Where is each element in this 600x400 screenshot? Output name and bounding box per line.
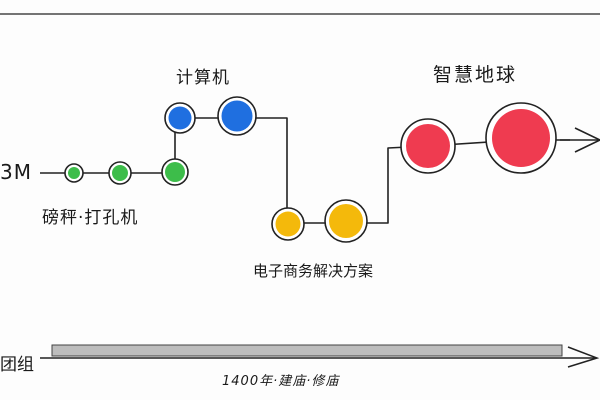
stage-punch-card — [64, 158, 189, 186]
node-punch-card-3-fill — [165, 162, 185, 182]
label-ibm: 3M — [0, 160, 32, 184]
node-ecommerce-1-fill — [275, 211, 301, 237]
node-ecommerce-2-fill — [329, 204, 363, 238]
stage-smart-planet — [400, 102, 557, 174]
label-smart-planet: 智慧地球 — [433, 64, 518, 86]
bottom-bar — [51, 344, 563, 357]
label-team: 团组 — [0, 355, 34, 375]
node-smart-planet-1-fill — [406, 124, 450, 168]
bottom-arrow-icon — [567, 346, 600, 368]
label-bottom-timeline: 1400年·建庙·修庙 — [222, 374, 340, 389]
node-punch-card-2-fill — [112, 165, 128, 181]
stage-ecommerce — [271, 199, 368, 243]
node-computer-2-fill — [221, 100, 253, 132]
timeline-arrow-icon — [574, 127, 600, 153]
node-computer-1-fill — [168, 106, 192, 130]
label-punch-card: 磅秤·打孔机 — [42, 208, 139, 228]
label-ecommerce: 电子商务解决方案 — [253, 262, 374, 280]
node-smart-planet-2-fill — [492, 109, 550, 167]
stage-computer — [164, 96, 257, 136]
node-punch-card-1-fill — [68, 167, 80, 179]
label-computer: 计算机 — [176, 68, 230, 88]
